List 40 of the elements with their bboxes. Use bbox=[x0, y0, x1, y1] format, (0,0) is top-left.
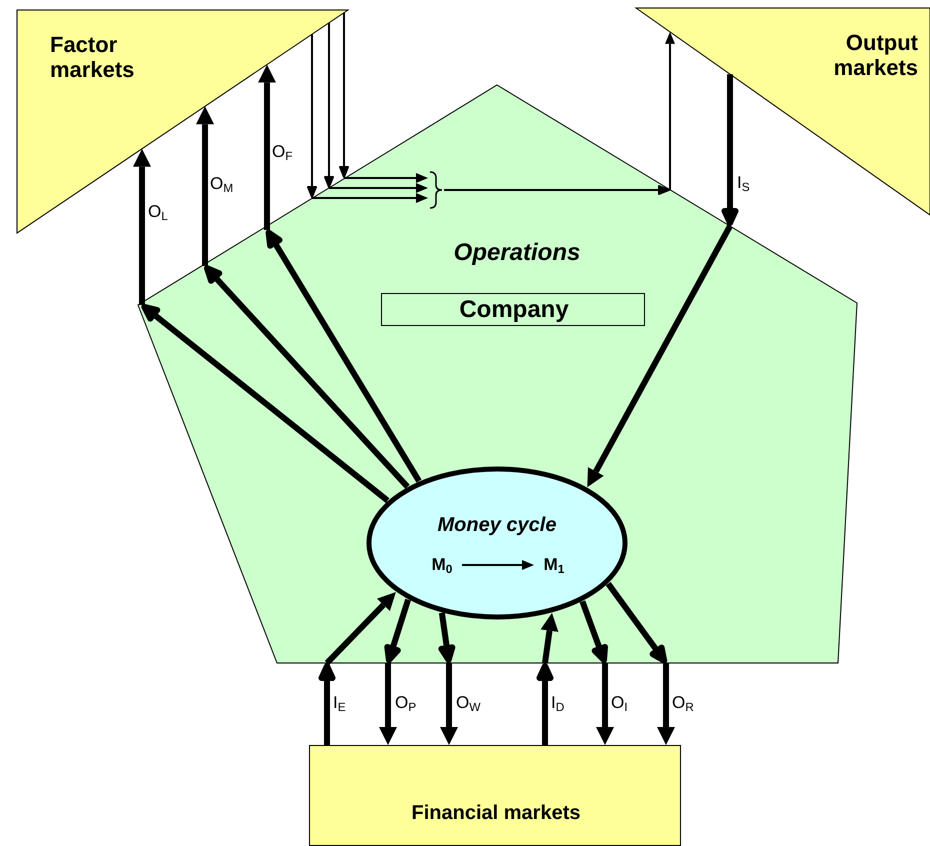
arrow bbox=[438, 610, 458, 745]
node-title: Company bbox=[459, 296, 569, 324]
arrow bbox=[443, 32, 675, 195]
node-title: Operations bbox=[454, 239, 580, 267]
edge-label: O$_{F}$ bbox=[272, 143, 292, 163]
arrow bbox=[605, 580, 675, 745]
arrow bbox=[318, 592, 396, 748]
edge-label: I$_{E}$ bbox=[333, 694, 346, 714]
arrow bbox=[339, 12, 428, 183]
money-cycle-ellipse bbox=[366, 466, 628, 620]
arrow bbox=[307, 33, 428, 203]
arrow bbox=[324, 22, 428, 193]
edge-label: O$_{P}$ bbox=[395, 694, 416, 714]
arrow bbox=[379, 596, 412, 745]
company-box bbox=[381, 293, 645, 326]
node-title: Money cycle bbox=[438, 514, 556, 537]
market-triangle bbox=[17, 10, 348, 233]
edge-label: O$_{M}$ bbox=[210, 175, 234, 195]
arrow bbox=[258, 64, 422, 484]
node-title: Factor markets bbox=[50, 32, 136, 83]
market-box bbox=[309, 745, 681, 846]
brace bbox=[428, 171, 444, 209]
variable-label: M$_{1}$ bbox=[536, 552, 572, 578]
arrow bbox=[462, 560, 534, 570]
operations-pentagon bbox=[138, 85, 857, 663]
variable-label: M$_{0}$ bbox=[424, 552, 460, 578]
edge-label: O$_{R}$ bbox=[672, 694, 694, 714]
edge-label: O$_{I}$ bbox=[611, 694, 628, 714]
edge-label: O$_{L}$ bbox=[148, 203, 168, 223]
edge-label: I$_{D}$ bbox=[551, 694, 564, 714]
market-triangle bbox=[636, 8, 930, 215]
edge-label: O$_{W}$ bbox=[456, 694, 480, 714]
arrow bbox=[536, 612, 558, 748]
edge-label: I$_{S}$ bbox=[737, 174, 750, 194]
arrow bbox=[196, 106, 410, 490]
node-title: Output markets bbox=[832, 30, 918, 81]
arrow bbox=[587, 71, 738, 488]
arrow bbox=[133, 148, 391, 504]
node-title: Financial markets bbox=[412, 802, 580, 825]
arrow bbox=[579, 598, 614, 745]
